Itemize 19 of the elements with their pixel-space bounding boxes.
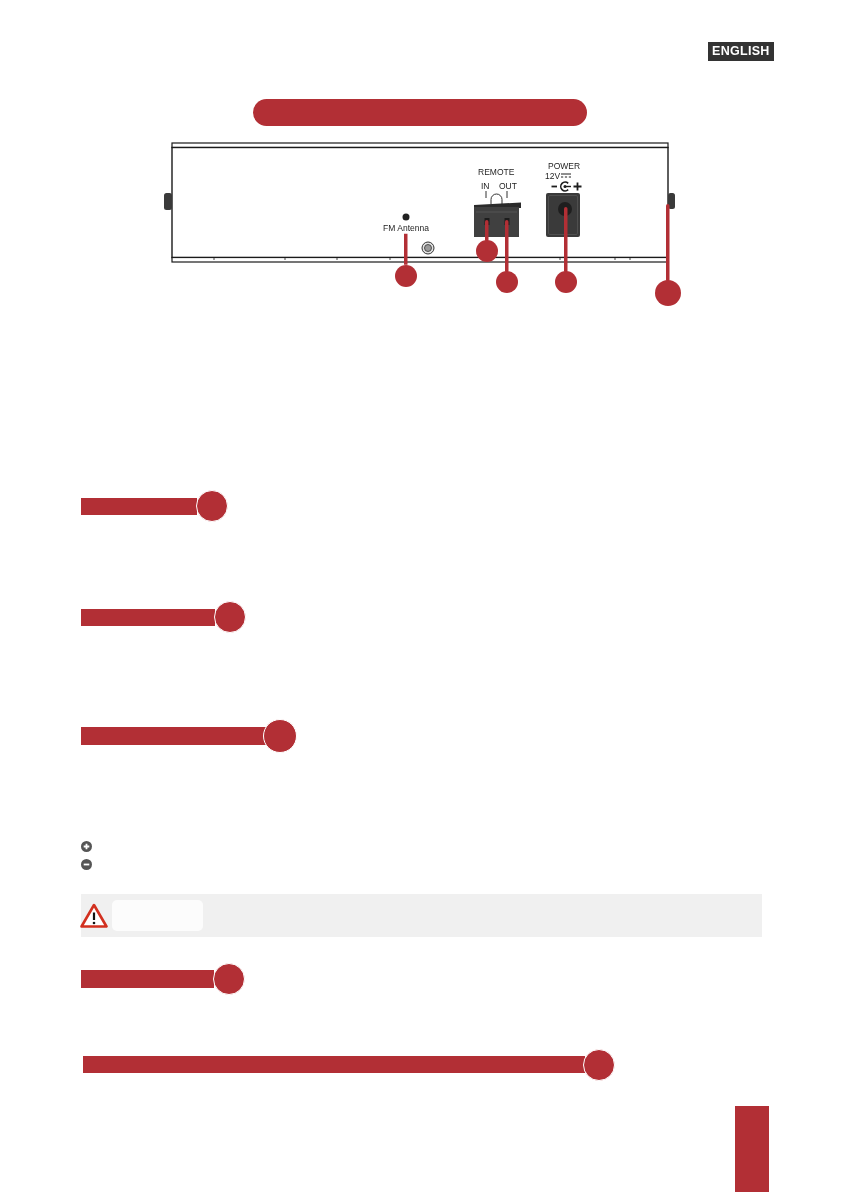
section-heading-bar bbox=[81, 601, 246, 633]
section-heading-bar bbox=[81, 963, 245, 995]
port-label: REMOTE bbox=[478, 167, 515, 177]
language-tag: ENGLISH bbox=[708, 42, 774, 61]
voltage-label: 12V bbox=[545, 171, 561, 181]
page-number-tab bbox=[735, 1106, 769, 1192]
callout-marker bbox=[555, 271, 577, 293]
section-heading-bar bbox=[81, 719, 297, 753]
port-label: POWER bbox=[548, 161, 581, 171]
warning-band bbox=[81, 894, 762, 937]
title-bar bbox=[253, 99, 587, 126]
section-heading-bar bbox=[83, 1049, 615, 1081]
callout-marker bbox=[655, 280, 681, 306]
callout-marker bbox=[496, 271, 518, 293]
terminal-label: OUT bbox=[499, 181, 517, 191]
callout-marker bbox=[395, 265, 417, 287]
terminal-label: IN bbox=[481, 181, 490, 191]
port-label: FM Antenna bbox=[381, 223, 431, 234]
section-heading-bar bbox=[81, 490, 228, 522]
